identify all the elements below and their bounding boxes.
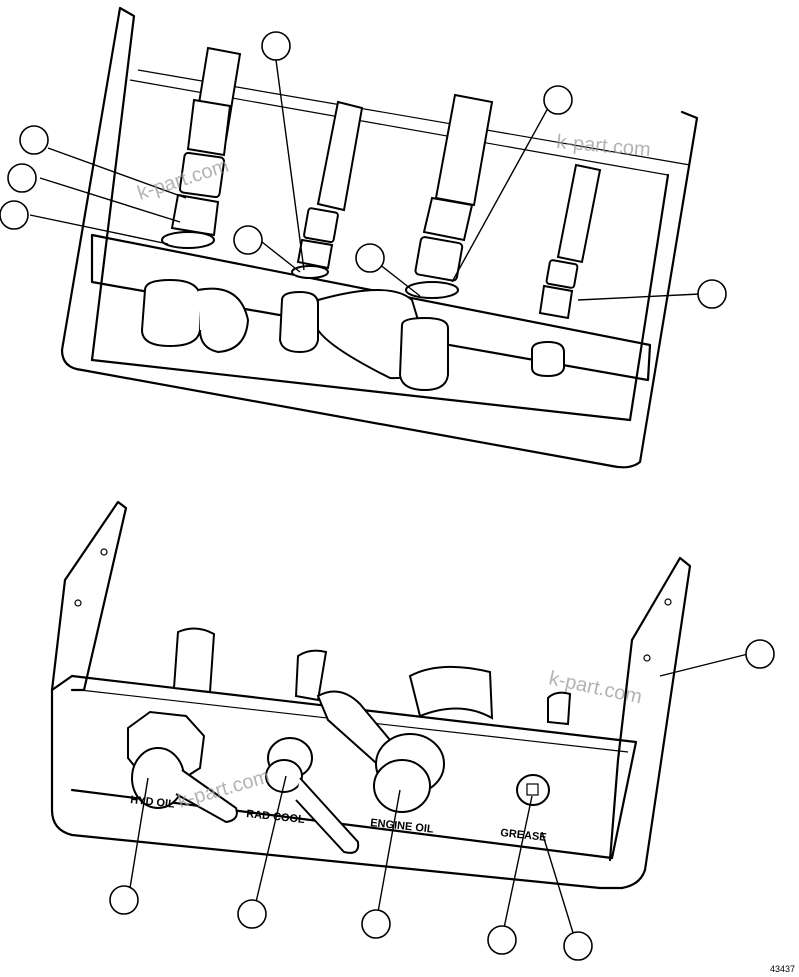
engine-oil-fitting — [316, 690, 445, 813]
hose-4 — [538, 163, 602, 320]
hose-1 — [161, 46, 242, 249]
callout-marker — [19, 125, 49, 155]
callout-marker — [543, 85, 573, 115]
callout-circles — [0, 31, 775, 961]
callout-marker — [563, 931, 593, 961]
hose-3 — [405, 93, 494, 299]
callout-marker — [7, 163, 37, 193]
callout-marker — [261, 31, 291, 61]
upper-dust-caps — [140, 278, 565, 392]
callout-marker — [745, 639, 775, 669]
callout-marker — [233, 225, 263, 255]
engine-oil-label: ENGINE OIL — [370, 817, 435, 836]
hyd-oil-label: HYD OIL — [130, 794, 176, 811]
callout-marker — [109, 885, 139, 915]
grease-fitting — [516, 774, 550, 806]
figure-number: 43437 — [770, 964, 795, 974]
callout-leaders — [29, 59, 749, 937]
hose-2 — [291, 100, 364, 279]
callout-marker — [487, 925, 517, 955]
callout-marker — [0, 200, 29, 230]
callout-marker — [355, 243, 385, 273]
callout-marker — [697, 279, 727, 309]
watermark-text: k-part.com — [556, 131, 652, 161]
callout-marker — [237, 899, 267, 929]
upper-bracket-view — [60, 6, 699, 469]
callout-marker — [361, 909, 391, 939]
rad-cool-fitting — [265, 737, 360, 854]
lower-hoses — [172, 627, 572, 726]
